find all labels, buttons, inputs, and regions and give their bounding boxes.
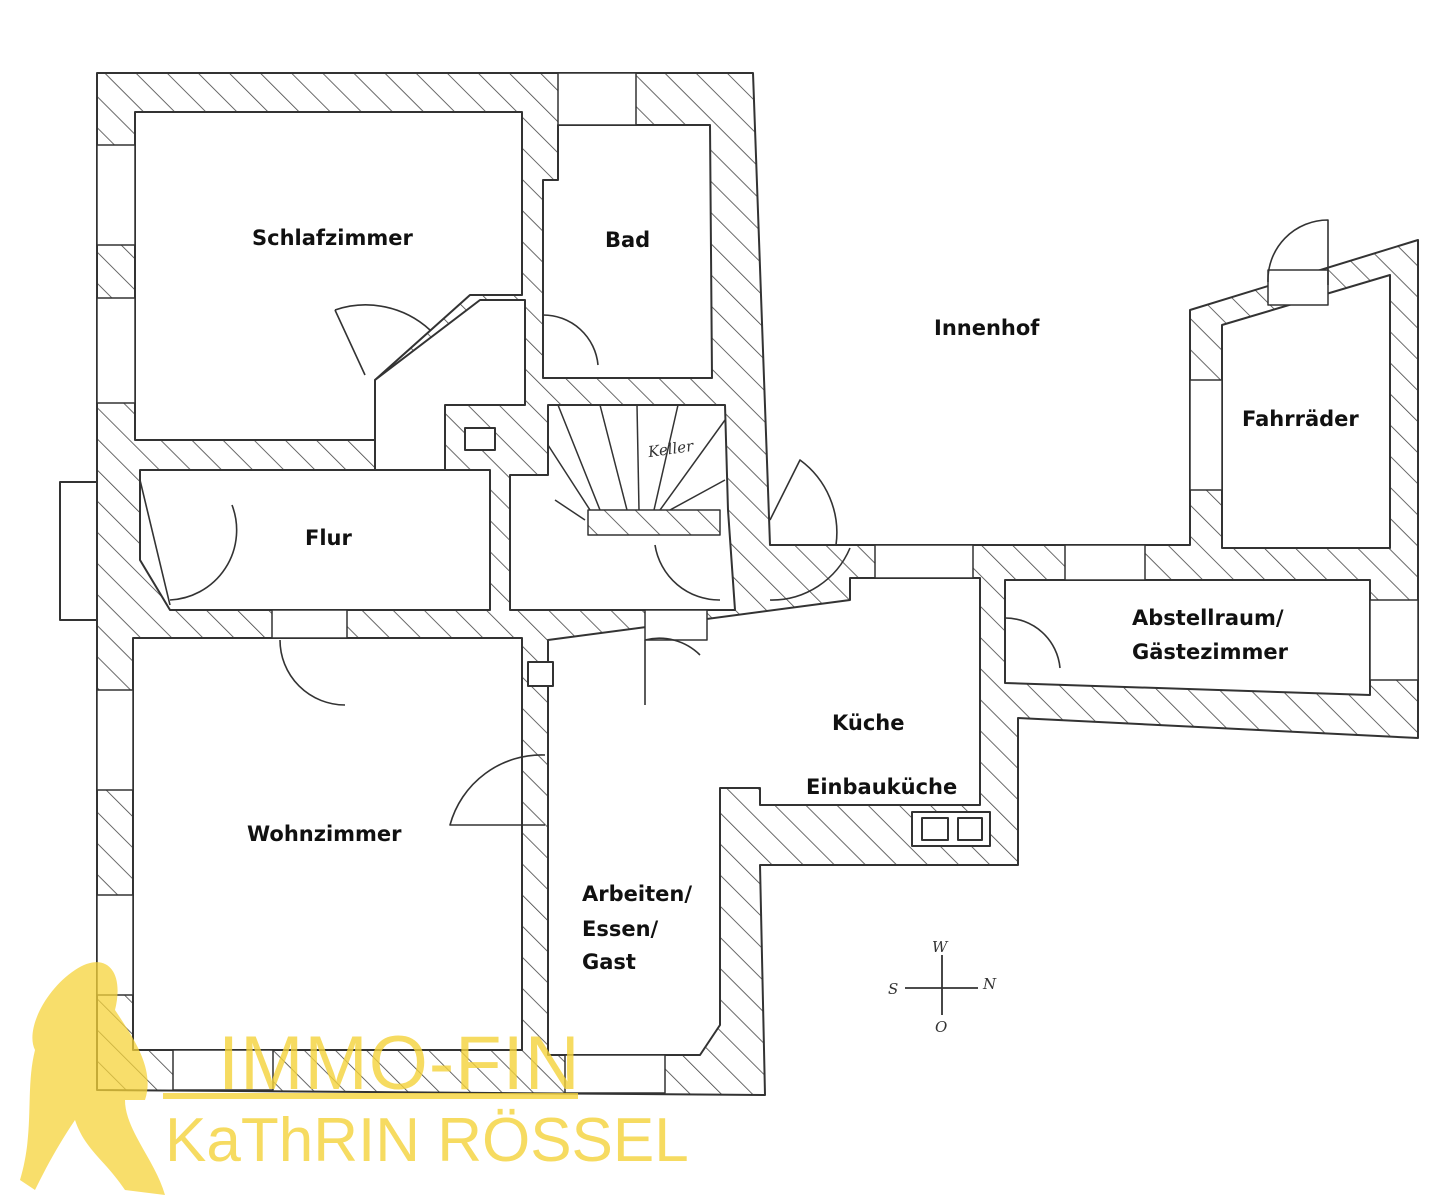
entrance-step	[59, 481, 98, 621]
room-stairs	[509, 404, 736, 611]
room-label-wohnzimmer: Wohnzimmer	[247, 822, 402, 846]
room-schlafzimmer	[134, 111, 523, 441]
room-hall	[374, 299, 526, 471]
room-label-arbeiten-3: Gast	[582, 950, 636, 974]
room-label-fahrraeder: Fahrräder	[1242, 407, 1359, 431]
compass-south: S	[888, 980, 899, 998]
room-label-abstellraum-1: Abstellraum/	[1132, 606, 1284, 630]
room-label-innenhof: Innenhof	[934, 316, 1040, 340]
horse-logo-icon	[20, 962, 165, 1195]
room-label-schlafzimmer: Schlafzimmer	[252, 226, 413, 250]
compass-west: W	[932, 938, 948, 956]
room-label-flur: Flur	[305, 526, 352, 550]
watermark-line1: IMMO-FIN	[218, 1021, 581, 1106]
room-label-arbeiten-1: Arbeiten/	[582, 882, 692, 906]
door-swings	[139, 219, 1329, 826]
watermark-rule	[163, 1093, 578, 1099]
room-bad	[542, 124, 713, 379]
room-label-einbaukueche: Einbauküche	[806, 775, 958, 799]
room-abstellraum	[1004, 579, 1371, 696]
room-label-abstellraum-2: Gästezimmer	[1132, 640, 1288, 664]
compass-icon	[905, 955, 978, 1015]
chimney	[527, 661, 554, 687]
watermark-line2: KaThRIN RÖSSEL	[165, 1106, 689, 1175]
compass-east: O	[935, 1018, 948, 1036]
room-label-bad: Bad	[605, 228, 651, 252]
chimney	[464, 427, 496, 451]
stairs	[547, 404, 726, 536]
room-kueche-arbeiten	[547, 577, 981, 1056]
room-label-kueche: Küche	[832, 711, 905, 735]
room-label-arbeiten-2: Essen/	[582, 917, 659, 941]
compass-north: N	[983, 975, 997, 993]
